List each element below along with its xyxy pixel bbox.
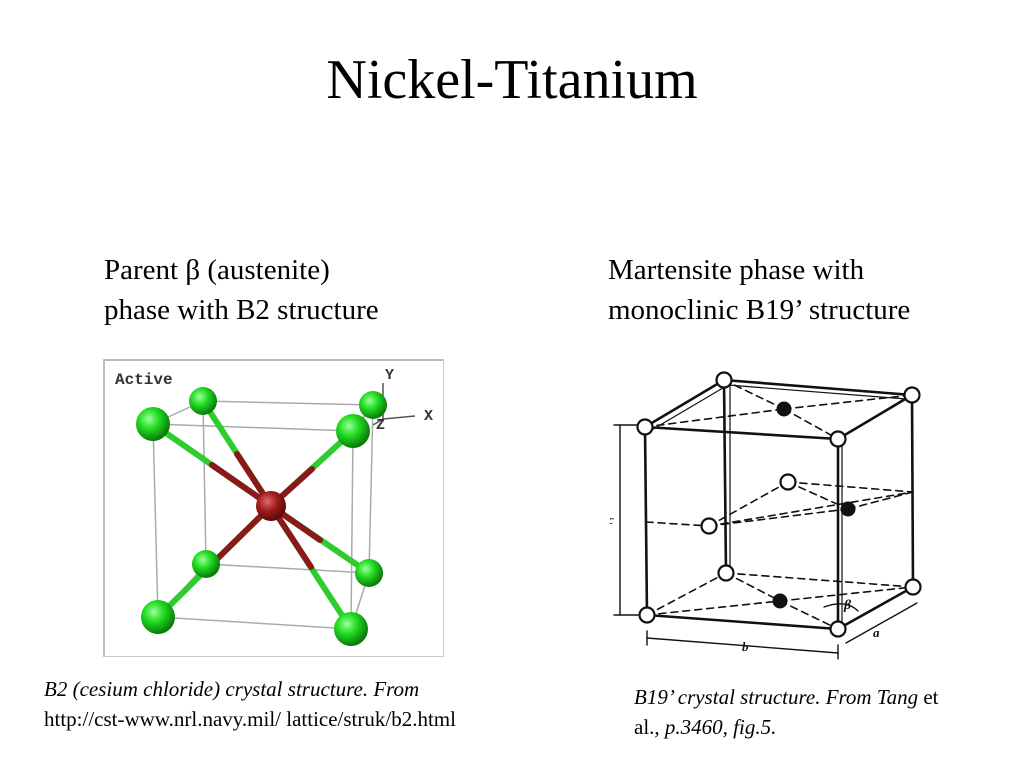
b19-cell-edges xyxy=(643,378,915,631)
ni-atom-back-top-left xyxy=(189,387,217,415)
austenite-heading: Parent β (austenite) phase with B2 struc… xyxy=(104,250,379,330)
b19-caption-part1: B19’ crystal structure. From Tang xyxy=(634,685,919,709)
b19-caption-part2: et xyxy=(918,685,939,709)
b19-atom-open-9 xyxy=(638,606,656,624)
ti-atom-center xyxy=(256,491,286,521)
b19-atom-open-7 xyxy=(717,564,735,582)
ni-atom-front-top-left xyxy=(136,407,170,441)
ni-atom-front-top-right xyxy=(336,414,370,448)
ni-atom-front-bottom-left xyxy=(141,600,175,634)
b2-caption: B2 (cesium chloride) crystal structure. … xyxy=(44,674,456,734)
b2-structure-figure: Active Y X Z xyxy=(103,359,444,657)
b19-caption: B19’ crystal structure. From Tang et al.… xyxy=(634,682,1019,742)
martensite-heading-line2: monoclinic B19’ structure xyxy=(608,294,911,326)
b19-atom-open-8 xyxy=(904,578,922,596)
axis-x-label: X xyxy=(424,408,433,425)
b19-atom-open-1 xyxy=(715,371,733,389)
angle-beta-label: β xyxy=(843,598,852,613)
b19-caption-part4: , p.3460, fig.5. xyxy=(654,715,777,739)
b19-atom-open-6 xyxy=(700,517,718,535)
b2-caption-line2: http://cst-www.nrl.navy.mil/ lattice/str… xyxy=(44,707,456,731)
ni-atom-back-bottom-left xyxy=(192,550,220,578)
slide-title: Nickel-Titanium xyxy=(326,49,698,111)
lattice-b-label: b xyxy=(742,639,749,654)
martensite-heading: Martensite phase with monoclinic B19’ st… xyxy=(608,250,910,330)
b19-structure-figure: c b a β xyxy=(610,371,922,660)
austenite-heading-line1: Parent β (austenite) xyxy=(104,254,330,286)
lattice-c-label: c xyxy=(610,512,614,527)
ni-atom-back-bottom-right xyxy=(355,559,383,587)
b19-dashed-edges xyxy=(644,379,914,630)
b19-atom-filled-3 xyxy=(772,593,788,609)
ni-atom-front-bottom-right xyxy=(334,612,368,646)
b19-caption-part3: al. xyxy=(634,715,655,739)
b19-dimension-lines xyxy=(613,424,918,660)
b19-atom-open-4 xyxy=(829,430,847,448)
martensite-heading-line1: Martensite phase with xyxy=(608,254,865,286)
b19-atom-open-3 xyxy=(636,418,654,436)
axis-z-label: Z xyxy=(376,417,385,434)
b19-atom-open-5 xyxy=(779,473,797,491)
axis-y-label: Y xyxy=(385,367,394,384)
b19-atom-filled-1 xyxy=(776,401,792,417)
b19-atom-open-2 xyxy=(903,386,921,404)
austenite-heading-line2: phase with B2 structure xyxy=(104,294,379,326)
b19-atom-open-10 xyxy=(829,620,847,638)
lattice-a-label: a xyxy=(873,625,880,640)
ni-atom-back-top-right xyxy=(359,391,387,419)
b2-caption-line1: B2 (cesium chloride) crystal structure. … xyxy=(44,677,420,701)
b19-atom-filled-2 xyxy=(840,501,856,517)
active-label: Active xyxy=(115,371,173,389)
